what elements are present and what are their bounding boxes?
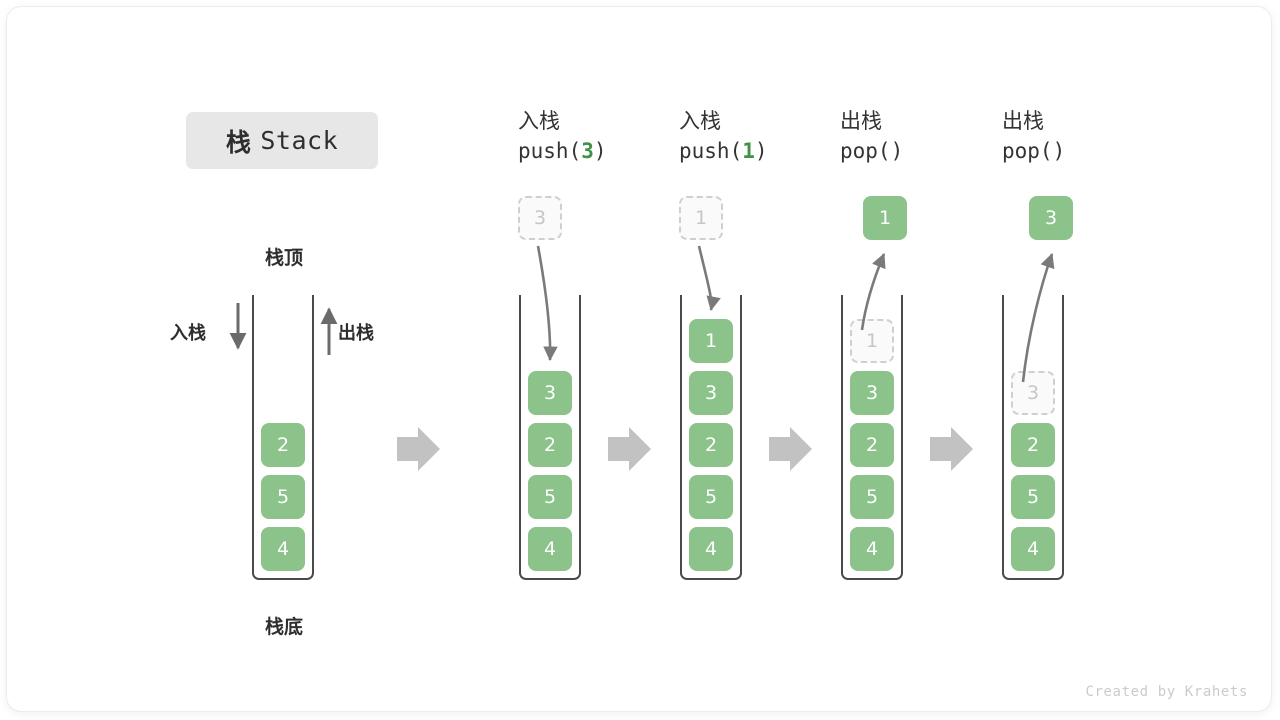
removed-element-ghost: 1 — [850, 319, 894, 363]
stack-container-pop-2: 4 5 2 3 — [1002, 295, 1064, 580]
column-header-pop-1: 出栈 pop() — [840, 106, 990, 167]
stack-cell: 2 — [261, 423, 305, 467]
column-header-pop-2: 出栈 pop() — [1002, 106, 1152, 167]
fn-suffix: ) — [890, 139, 904, 164]
stack-cell: 2 — [1011, 423, 1055, 467]
footer-credit: Created by Krahets — [1085, 684, 1248, 700]
fn-argument: 3 — [581, 139, 594, 164]
incoming-element-ghost: 3 — [518, 196, 562, 240]
stack-cell: 4 — [528, 527, 572, 571]
stack-cell: 5 — [689, 475, 733, 519]
operation-signature: pop() — [840, 136, 990, 166]
stack-cell: 3 — [528, 371, 572, 415]
popped-element: 3 — [1029, 196, 1073, 240]
stack-cell: 2 — [689, 423, 733, 467]
operation-signature: push(1) — [679, 136, 829, 166]
stack-bottom-label: 栈底 — [264, 616, 303, 638]
stack-cell: 4 — [261, 527, 305, 571]
stack-cell: 3 — [689, 371, 733, 415]
title-cn: 栈 — [225, 127, 252, 157]
operation-signature: push(3) — [518, 136, 668, 166]
column-header-push-1: 入栈 push(1) — [679, 106, 829, 167]
removed-element-ghost: 3 — [1011, 371, 1055, 415]
fn-suffix: ) — [593, 139, 607, 164]
stack-cell: 5 — [1011, 475, 1055, 519]
fn-argument: 1 — [742, 139, 755, 164]
operation-name-cn: 出栈 — [1002, 109, 1044, 133]
stack-cell: 5 — [528, 475, 572, 519]
popped-element: 1 — [863, 196, 907, 240]
fn-suffix: ) — [1052, 139, 1066, 164]
pop-side-label: 出栈 — [338, 323, 374, 344]
operation-name-cn: 出栈 — [840, 109, 882, 133]
incoming-element-ghost: 1 — [679, 196, 723, 240]
stack-container-push-1: 4 5 2 3 1 — [680, 295, 742, 580]
stack-cell: 2 — [850, 423, 894, 467]
stack-container-pop-1: 4 5 2 3 1 — [841, 295, 903, 580]
title-en: Stack — [260, 126, 339, 155]
operation-name-cn: 入栈 — [518, 109, 560, 133]
fn-prefix: pop( — [1002, 139, 1053, 164]
push-side-label: 入栈 — [170, 323, 206, 344]
fn-prefix: push( — [679, 139, 743, 164]
fn-prefix: push( — [518, 139, 582, 164]
column-header-push-3: 入栈 push(3) — [518, 106, 668, 167]
operation-name-cn: 入栈 — [679, 109, 721, 133]
stack-cell: 4 — [1011, 527, 1055, 571]
stack-cell: 5 — [261, 475, 305, 519]
operation-signature: pop() — [1002, 136, 1152, 166]
title-chip: 栈 Stack — [186, 112, 378, 169]
fn-prefix: pop( — [840, 139, 891, 164]
stack-container-push-3: 4 5 2 3 — [519, 295, 581, 580]
stack-cell: 1 — [689, 319, 733, 363]
stack-container-initial: 4 5 2 — [252, 295, 314, 580]
stack-top-label: 栈顶 — [264, 247, 303, 269]
stack-cell: 4 — [689, 527, 733, 571]
stack-cell: 3 — [850, 371, 894, 415]
fn-suffix: ) — [754, 139, 768, 164]
stack-cell: 4 — [850, 527, 894, 571]
stack-cell: 5 — [850, 475, 894, 519]
stack-cell: 2 — [528, 423, 572, 467]
